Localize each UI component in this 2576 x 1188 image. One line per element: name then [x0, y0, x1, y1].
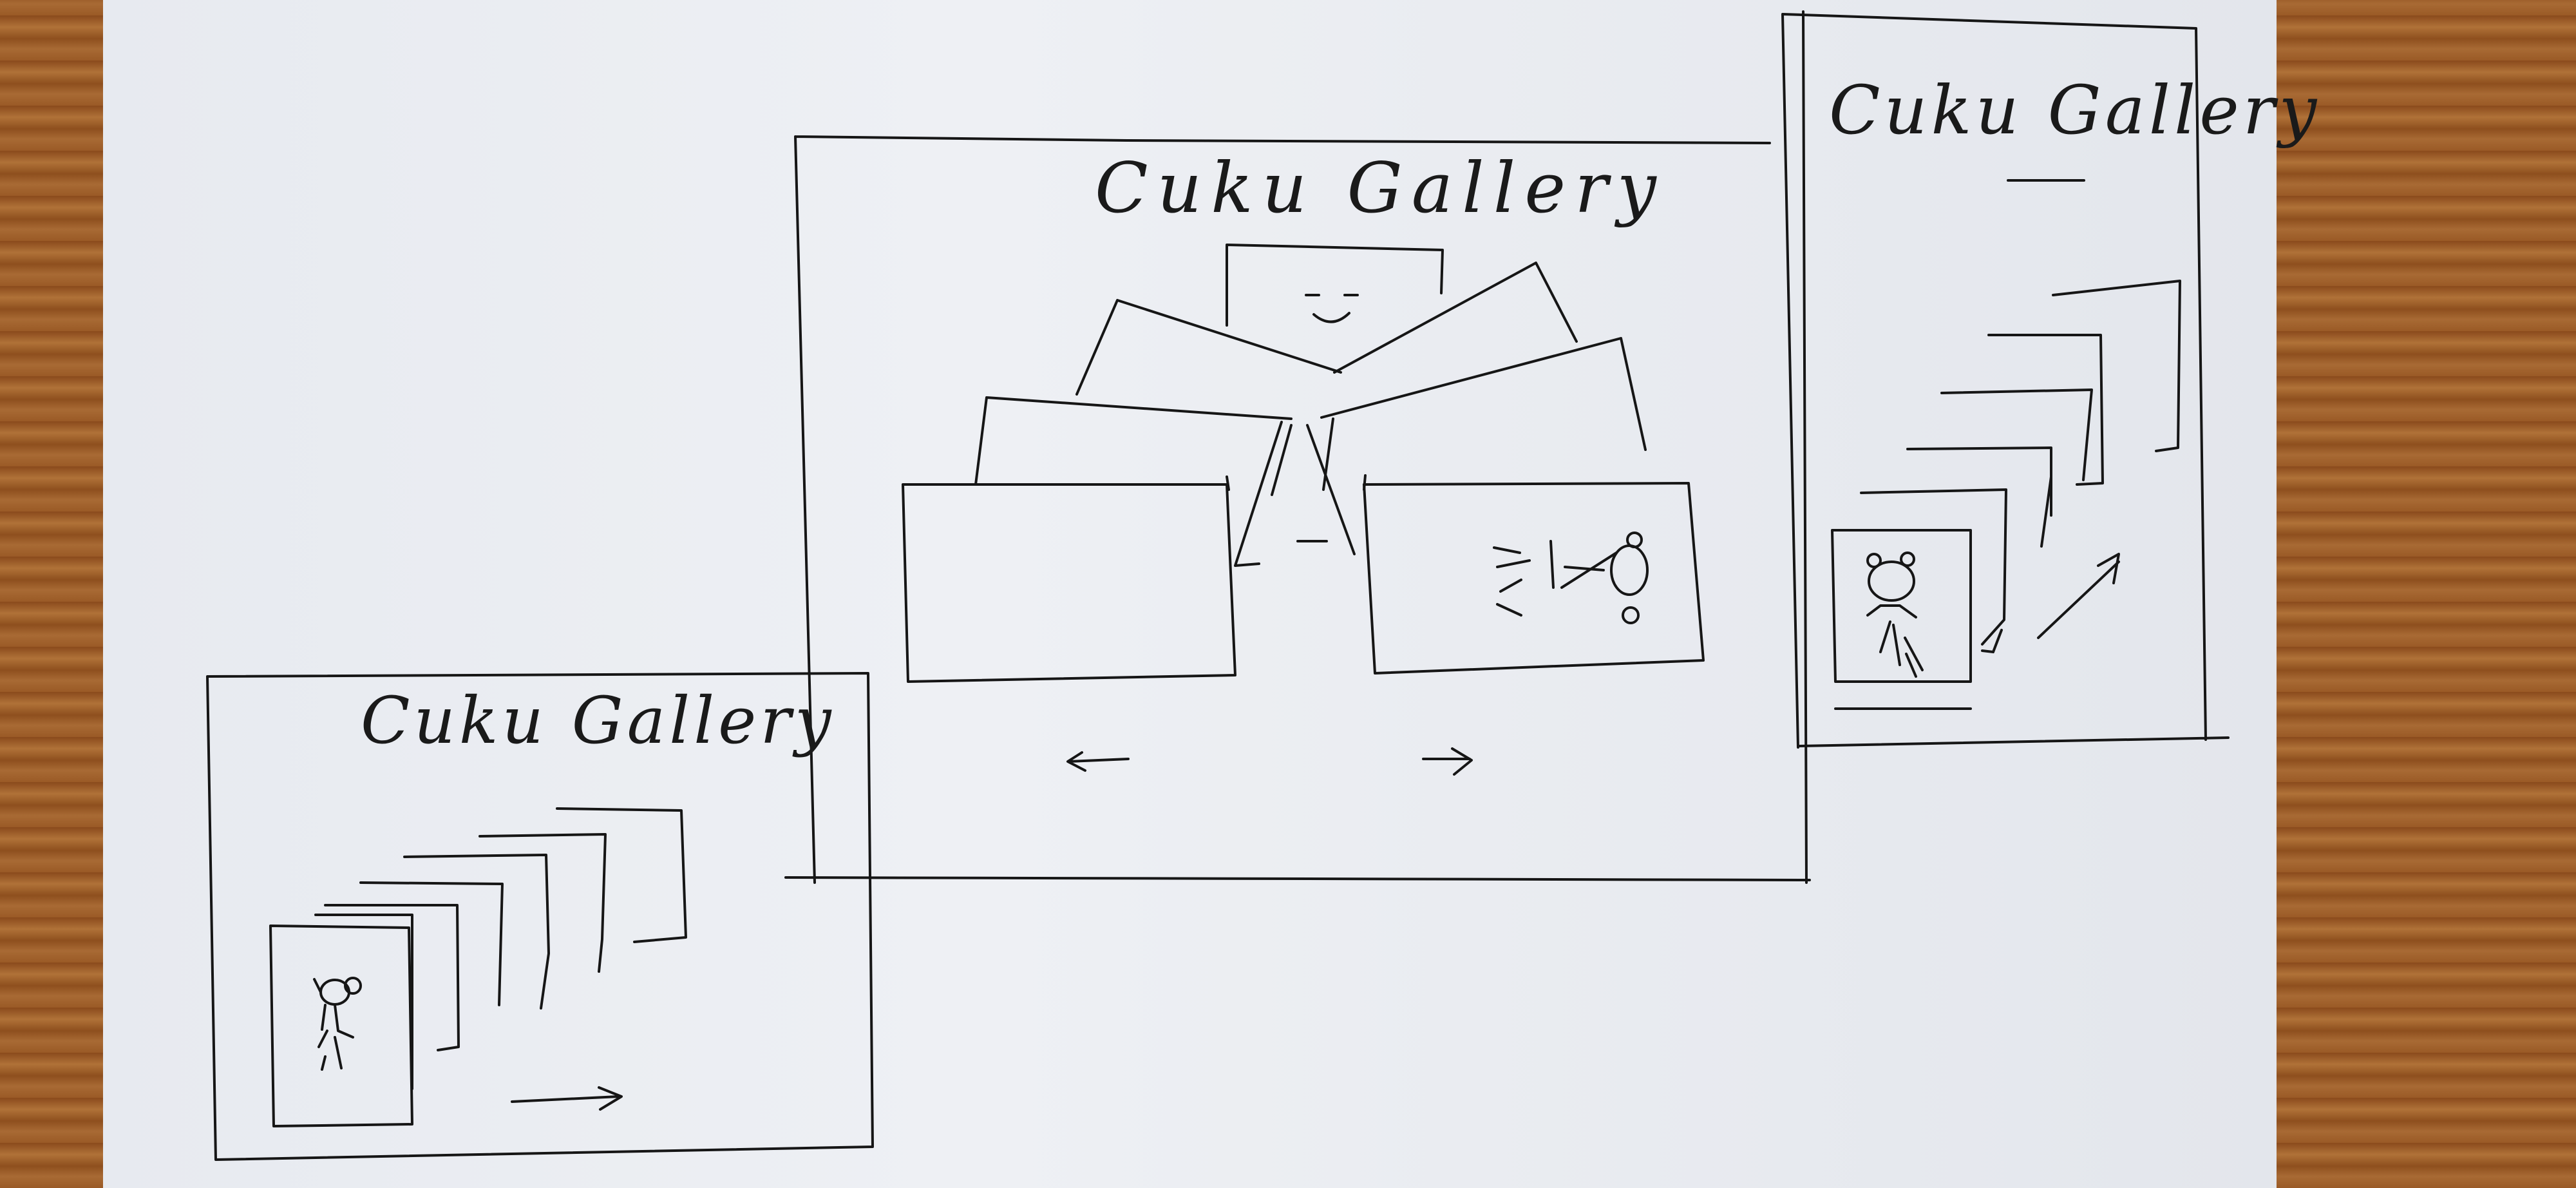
bottom-left-stack-arrow-icon: [511, 1086, 623, 1111]
bear-doodle-icon: [1493, 540, 1618, 617]
right-front-card: [1831, 529, 1972, 683]
girl-character-icon: [313, 977, 362, 1071]
carousel-next-arrow-icon[interactable]: [1422, 747, 1473, 776]
carousel-card-left-3: [974, 396, 1293, 486]
bottom-left-frame: [206, 672, 874, 1161]
center-gallery-title: Cuku Gallery: [1095, 148, 1665, 229]
right-card-stack[interactable]: [1831, 280, 2181, 710]
bottom-left-front-card: [269, 925, 413, 1127]
bottom-left-card-stack[interactable]: [269, 807, 687, 1127]
carousel-card-right-2: [1333, 262, 1578, 374]
carousel-prev-arrow-icon[interactable]: [1066, 751, 1130, 772]
bear-character-icon: [1866, 551, 1924, 678]
center-frame: [784, 10, 1811, 884]
bear-head-icon: [1610, 544, 1649, 596]
right-frame: [1781, 13, 2230, 749]
carousel-card-right-3: [1320, 337, 1647, 451]
paper-sheet: [103, 0, 2277, 1188]
bottom-left-gallery-title: Cuku Gallery: [361, 683, 835, 758]
carousel-card-front-right: [1363, 482, 1705, 675]
carousel-center-lines: [1234, 417, 1356, 567]
right-gallery-title: Cuku Gallery: [1829, 71, 2321, 149]
carousel-card-front-left: [902, 483, 1236, 683]
bottom-left-frame-border: [206, 672, 874, 1161]
center-frame-border: [784, 10, 1811, 884]
right-stack-arrow-icon: [2037, 553, 2120, 639]
right-frame-border: [1781, 13, 2230, 749]
center-carousel[interactable]: [902, 244, 1705, 683]
carousel-card-top: [1226, 244, 1444, 327]
smiley-face-icon: [1305, 294, 1359, 323]
carousel-card-left-2: [1075, 299, 1342, 396]
